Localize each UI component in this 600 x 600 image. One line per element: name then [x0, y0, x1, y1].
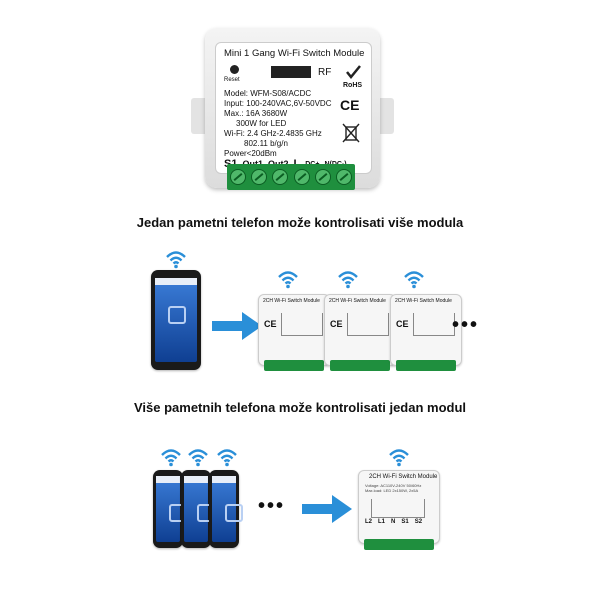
phone-screen [184, 476, 215, 542]
screw-icon [336, 169, 353, 185]
rf-label: RF [318, 67, 332, 78]
switch-module-small: 2CH Wi-Fi Switch Module CE [258, 294, 330, 371]
wiring-diagram [371, 499, 425, 518]
rohs-label: RoHS [343, 82, 363, 89]
wiring-diagram [347, 313, 389, 336]
caption-many-phones: Više pametnih telefona može kontrolisati… [133, 400, 467, 415]
module-title: 2CH Wi-Fi Switch Module [329, 298, 386, 304]
wifi-icon [188, 449, 208, 467]
reset-button-icon [230, 65, 239, 74]
module-title: 2CH Wi-Fi Switch Module [395, 298, 452, 304]
terminal-label: L2 [365, 519, 373, 525]
weee-bin-icon [342, 123, 360, 143]
module-label: Mini 1 Gang Wi-Fi Switch Module Reset RF… [215, 42, 372, 174]
wifi-icon [338, 271, 358, 289]
wifi-icon [389, 449, 409, 467]
wiring-diagram [413, 313, 455, 336]
main-switch-module: Mini 1 Gang Wi-Fi Switch Module Reset RF… [191, 28, 394, 190]
terminal-block [264, 360, 324, 371]
arrow-right-icon [302, 495, 352, 523]
ce-mark: CE [264, 319, 277, 329]
ce-mark: CE [396, 319, 409, 329]
terminal-label: S2 [414, 519, 423, 525]
mounting-ear-left [191, 98, 205, 134]
wifi-icon [166, 251, 186, 269]
terminal-label: L1 [378, 519, 386, 525]
terminal-label: S1 [401, 519, 409, 525]
screw-icon [229, 169, 246, 185]
smartphone [209, 470, 243, 548]
rohs-check-icon [344, 63, 362, 81]
switch-module-small: 2CH Wi-Fi Switch Module CE [390, 294, 462, 371]
terminal-block [364, 539, 434, 550]
screw-icon [272, 169, 289, 185]
smartphone [181, 470, 215, 548]
spec-line: Power<20dBm [224, 149, 277, 158]
module-title: Mini 1 Gang Wi-Fi Switch Module [224, 48, 365, 59]
spec-line: Max.: 16A 3680W [224, 109, 288, 118]
wifi-icon [161, 449, 181, 467]
terminal-label: N [391, 519, 396, 525]
caption-one-phone: Jedan pametni telefon može kontrolisati … [136, 215, 464, 230]
arrow-right-icon [212, 312, 262, 340]
ce-mark: CE [340, 97, 360, 113]
reset-label: Reset [224, 77, 240, 83]
switch-module-large: 2CH Wi-Fi Switch Module Voltage: AC110V-… [358, 470, 440, 550]
ellipsis: ••• [258, 495, 286, 517]
terminal-labels: L2 L1 N S1 S2 [365, 519, 422, 525]
ce-mark: CE [330, 319, 343, 329]
screw-icon [314, 169, 331, 185]
led-window [271, 66, 311, 78]
wifi-icon [404, 271, 424, 289]
terminal-block [227, 164, 355, 190]
spec-line: Model: WFM-S08/ACDC [224, 89, 312, 98]
ellipsis: ••• [452, 314, 480, 336]
screw-icon [293, 169, 310, 185]
module-title: 2CH Wi-Fi Switch Module [369, 474, 438, 480]
smartphone [151, 270, 201, 370]
phone-screen [156, 476, 187, 542]
screw-icon [250, 169, 267, 185]
phone-screen [155, 278, 197, 362]
module-title: 2CH Wi-Fi Switch Module [263, 298, 320, 304]
spec-line: Wi-Fi: 2.4 GHz-2.4835 GHz [224, 129, 322, 138]
mounting-ear-right [380, 98, 394, 134]
spec-line: 802.11 b/g/n [244, 139, 288, 148]
switch-module-small: 2CH Wi-Fi Switch Module CE [324, 294, 396, 371]
smartphone [153, 470, 187, 548]
spec-line: Input: 100-240VAC,6V-50VDC [224, 99, 332, 108]
terminal-block [330, 360, 390, 371]
phone-screen [212, 476, 243, 542]
wiring-diagram [281, 313, 323, 336]
spec-line: 300W for LED [236, 119, 287, 128]
wifi-icon [278, 271, 298, 289]
wifi-icon [217, 449, 237, 467]
terminal-block [396, 360, 456, 371]
